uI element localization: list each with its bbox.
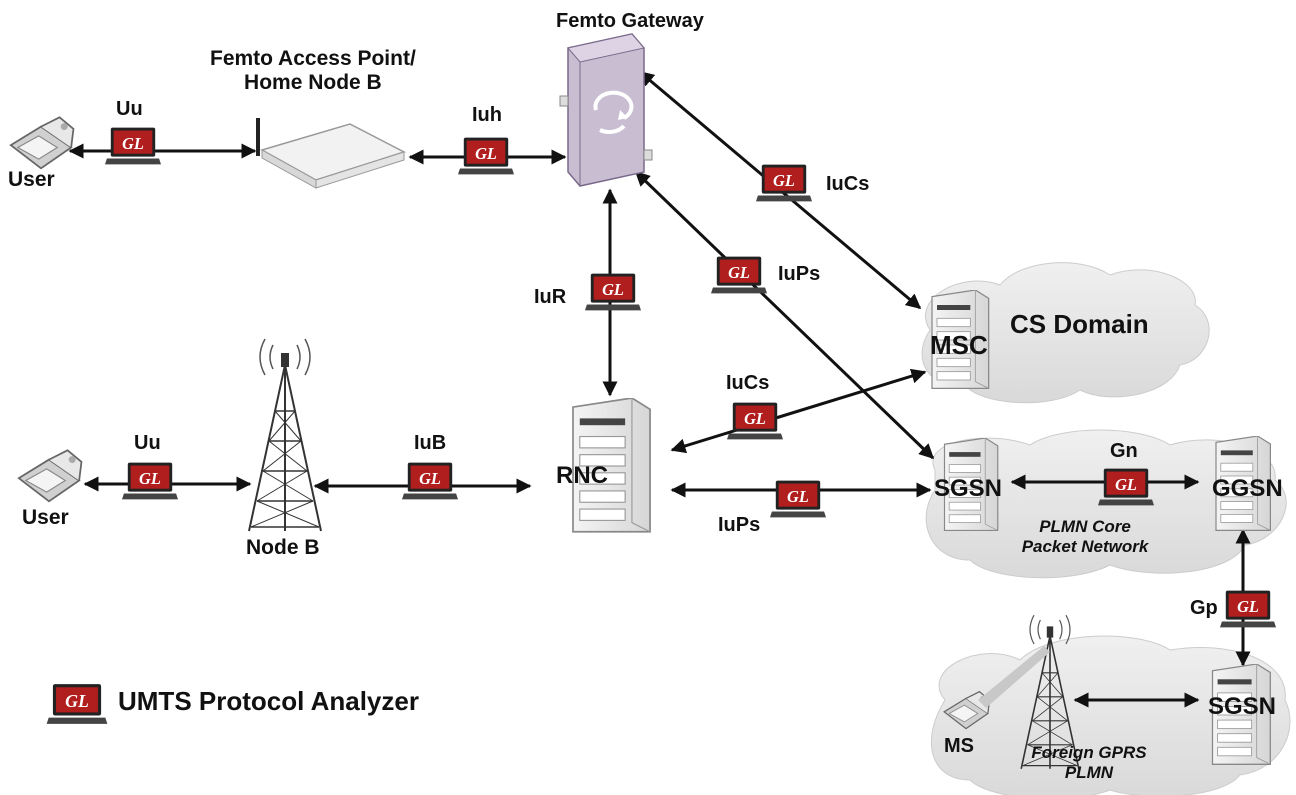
interface-iur: IuR [534,286,567,308]
analyzer-laptop-uu-top [105,127,161,165]
analyzer-laptop-gp [1220,590,1276,628]
femto-ap-label: Femto Access Point/ Home Node B [210,47,416,95]
interface-iups-top: IuPs [778,263,821,285]
analyzer-laptop-iub [402,462,458,500]
analyzer-laptop-uu-bottom [122,462,178,500]
analyzer-laptop-iuh [458,137,514,175]
analyzer-laptop-iups-rnc [770,480,826,518]
legend-label: UMTS Protocol Analyzer [118,686,419,716]
interface-iups-rnc: IuPs [718,514,761,536]
interface-gn: Gn [1110,440,1138,462]
node-b-label: Node B [246,536,320,559]
femto-ap-label-line2: Home Node B [244,71,382,95]
user-phone-bottom [17,449,83,503]
plmn-core-label: PLMN Core Packet Network [1006,517,1164,556]
interface-uu-top: Uu [116,98,143,120]
interface-iub: IuB [414,432,447,454]
foreign-plmn-label-line1: Foreign GPRS [1031,743,1147,762]
analyzer-laptop-iucs-rnc [727,402,783,440]
rnc-label: RNC [556,462,608,489]
plmn-core-label-line1: PLMN Core [1039,517,1131,536]
sgsn-foreign-label: SGSN [1208,693,1277,720]
analyzer-laptop-iur [585,273,641,311]
foreign-plmn-label: Foreign GPRS PLMN [1026,743,1152,782]
interface-iucs-top: IuCs [826,173,870,195]
user-top-label: User [8,168,55,191]
sgsn-core-label: SGSN [934,475,1003,502]
femto-access-point-device [256,118,406,189]
ms-radio-beam [978,646,1050,708]
analyzer-laptop-iups-top [711,256,767,294]
user-phone-top [9,116,75,170]
node-b-tower [248,338,322,532]
interface-iucs-rnc: IuCs [726,372,770,394]
legend-laptop-icon [46,684,108,724]
ms-label: MS [944,735,974,757]
ggsn-label: GGSN [1212,475,1283,502]
cs-domain-cloud [921,262,1210,404]
interface-iuh: Iuh [472,104,502,126]
interface-uu-bottom: Uu [134,432,161,454]
femto-ap-label-line1: Femto Access Point/ [210,47,416,70]
interface-gp: Gp [1190,597,1218,619]
user-bottom-label: User [22,506,69,529]
analyzer-laptop-iucs-top [756,164,812,202]
plmn-core-label-line2: Packet Network [1021,536,1149,556]
analyzer-laptop-gn [1098,468,1154,506]
femto-gateway-title: Femto Gateway [556,10,704,32]
link-iucs-rnc-msc [670,368,927,454]
femto-gateway-device [559,33,653,187]
msc-label: MSC [930,330,988,360]
cs-domain-label: CS Domain [1010,309,1149,339]
foreign-plmn-label-line2: PLMN [1064,762,1114,782]
